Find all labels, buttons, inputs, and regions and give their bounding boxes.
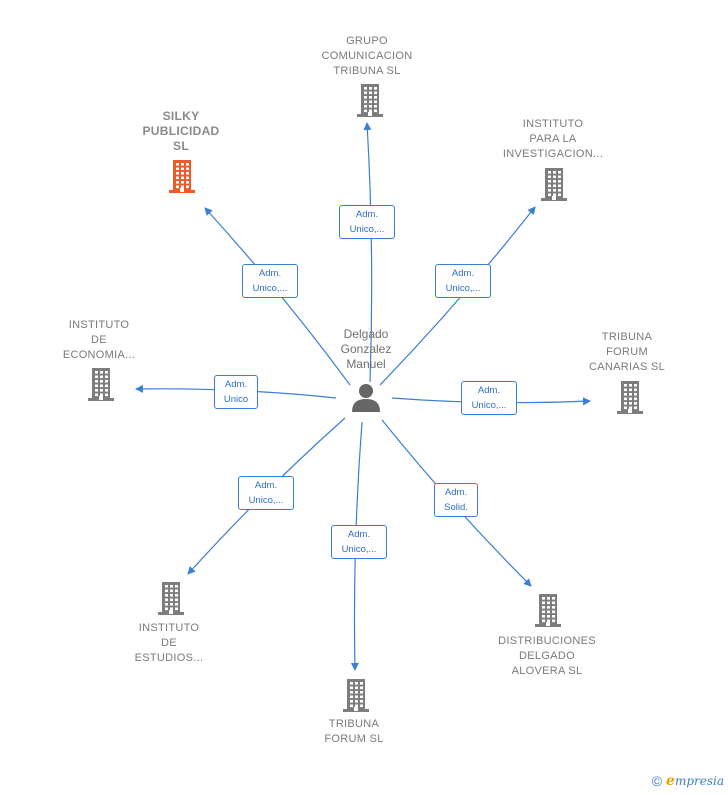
brand-name: mpresia xyxy=(674,774,724,788)
edge-label-line: Adm. xyxy=(477,385,501,396)
company-node-grupo-comunicacion[interactable] xyxy=(354,82,386,118)
edge-label-line: Solid. xyxy=(444,502,468,513)
company-label-tribuna-forum[interactable]: TRIBUNA FORUM SL xyxy=(279,717,429,747)
company-node-silky-publicidad[interactable] xyxy=(166,158,198,194)
edge-label-line: Adm. xyxy=(224,379,248,390)
company-label-instituto-estudios[interactable]: INSTITUTO DE ESTUDIOS... xyxy=(94,621,244,666)
building-icon xyxy=(88,368,114,401)
building-icon xyxy=(343,679,369,712)
company-label-line: INSTITUTO xyxy=(138,622,200,634)
company-label-line: PARA LA xyxy=(529,133,577,145)
edge-label-line: Unico,... xyxy=(341,544,377,555)
person-icon xyxy=(352,384,380,412)
edge-label-line: Unico,... xyxy=(252,283,288,294)
footer-brand: © empresia xyxy=(652,773,724,789)
company-label-line: TRIBUNA xyxy=(328,718,380,730)
edge-label-line: Unico,... xyxy=(248,495,284,506)
company-node-tribuna-forum-canarias[interactable] xyxy=(614,379,646,415)
edge-label-instituto-investigacion[interactable]: Adm. Unico,... xyxy=(435,264,491,298)
company-label-line: DISTRIBUCIONES xyxy=(498,635,596,647)
building-icon xyxy=(158,582,184,615)
company-label-line: INVESTIGACION... xyxy=(502,148,604,160)
company-node-tribuna-forum[interactable] xyxy=(340,677,372,713)
company-label-line: TRIBUNA SL xyxy=(333,65,401,77)
edge-label-grupo-comunicacion[interactable]: Adm. Unico,... xyxy=(339,205,395,239)
company-label-line: COMUNICACION xyxy=(321,50,413,62)
company-label-line: SL xyxy=(173,139,189,153)
company-label-line: ECONOMIA... xyxy=(62,349,136,361)
edge-label-line: Adm. xyxy=(254,480,278,491)
company-label-line: PUBLICIDAD xyxy=(142,124,220,138)
company-label-line: FORUM SL xyxy=(324,733,384,745)
edge-label-instituto-estudios[interactable]: Adm. Unico,... xyxy=(238,476,294,510)
company-label-line: CANARIAS SL xyxy=(588,361,666,373)
edge-label-tribuna-forum[interactable]: Adm. Unico,... xyxy=(331,525,387,559)
center-person-name-line: Delgado xyxy=(343,327,389,341)
copyright-icon: © xyxy=(651,773,663,789)
edge-label-line: Adm. xyxy=(451,268,475,279)
edge-grupo-comunicacion xyxy=(363,122,373,383)
company-label-instituto-investigacion[interactable]: INSTITUTO PARA LA INVESTIGACION... xyxy=(478,117,628,162)
edge-label-distribuciones-delgado[interactable]: Adm. Solid. xyxy=(434,483,478,517)
company-label-line: GRUPO xyxy=(346,35,388,47)
center-person-name-line: Gonzalez xyxy=(340,342,392,356)
edge-label-line: Adm. xyxy=(258,268,282,279)
edge-label-line: Unico,... xyxy=(445,283,481,294)
building-icon xyxy=(541,168,567,201)
building-icon xyxy=(169,160,195,193)
company-label-line: ESTUDIOS... xyxy=(134,652,204,664)
company-label-line: TRIBUNA xyxy=(601,331,653,343)
company-node-instituto-economia[interactable] xyxy=(85,366,117,402)
center-person-node[interactable] xyxy=(350,382,382,414)
company-label-tribuna-forum-canarias[interactable]: TRIBUNA FORUM CANARIAS SL xyxy=(552,330,702,375)
brand-initial: e xyxy=(666,773,675,789)
company-label-instituto-economia[interactable]: INSTITUTO DE ECONOMIA... xyxy=(24,318,174,363)
company-label-grupo-comunicacion[interactable]: GRUPO COMUNICACION TRIBUNA SL xyxy=(292,34,442,79)
company-label-line: SILKY xyxy=(162,109,200,123)
building-icon xyxy=(535,594,561,627)
company-label-line: DELGADO xyxy=(519,650,575,662)
building-icon xyxy=(617,381,643,414)
edge-label-line: Adm. xyxy=(347,529,371,540)
company-label-line: INSTITUTO xyxy=(522,118,584,130)
edge-label-line: Adm. xyxy=(355,209,379,220)
company-node-distribuciones-delgado[interactable] xyxy=(532,592,564,628)
edge-label-instituto-economia[interactable]: Adm. Unico xyxy=(214,375,258,409)
edge-label-line: Adm. xyxy=(444,487,468,498)
company-label-line: ALOVERA SL xyxy=(511,665,583,677)
edge-label-silky-publicidad[interactable]: Adm. Unico,... xyxy=(242,264,298,298)
company-label-line: FORUM xyxy=(606,346,648,358)
center-person-name-line: Manuel xyxy=(346,357,386,371)
company-node-instituto-investigacion[interactable] xyxy=(538,166,570,202)
brand-logo[interactable]: empresia xyxy=(666,773,724,789)
company-node-instituto-estudios[interactable] xyxy=(155,580,187,616)
edge-label-line: Unico,... xyxy=(349,224,385,235)
edge-label-tribuna-forum-canarias[interactable]: Adm. Unico,... xyxy=(461,381,517,415)
company-label-line: DE xyxy=(161,637,177,649)
building-icon xyxy=(357,84,383,117)
company-label-line: INSTITUTO xyxy=(68,319,130,331)
company-label-distribuciones-delgado[interactable]: DISTRIBUCIONES DELGADO ALOVERA SL xyxy=(472,634,622,679)
company-label-line: DE xyxy=(91,334,107,346)
edge-label-line: Unico xyxy=(223,394,249,405)
edge-label-line: Unico,... xyxy=(471,400,507,411)
